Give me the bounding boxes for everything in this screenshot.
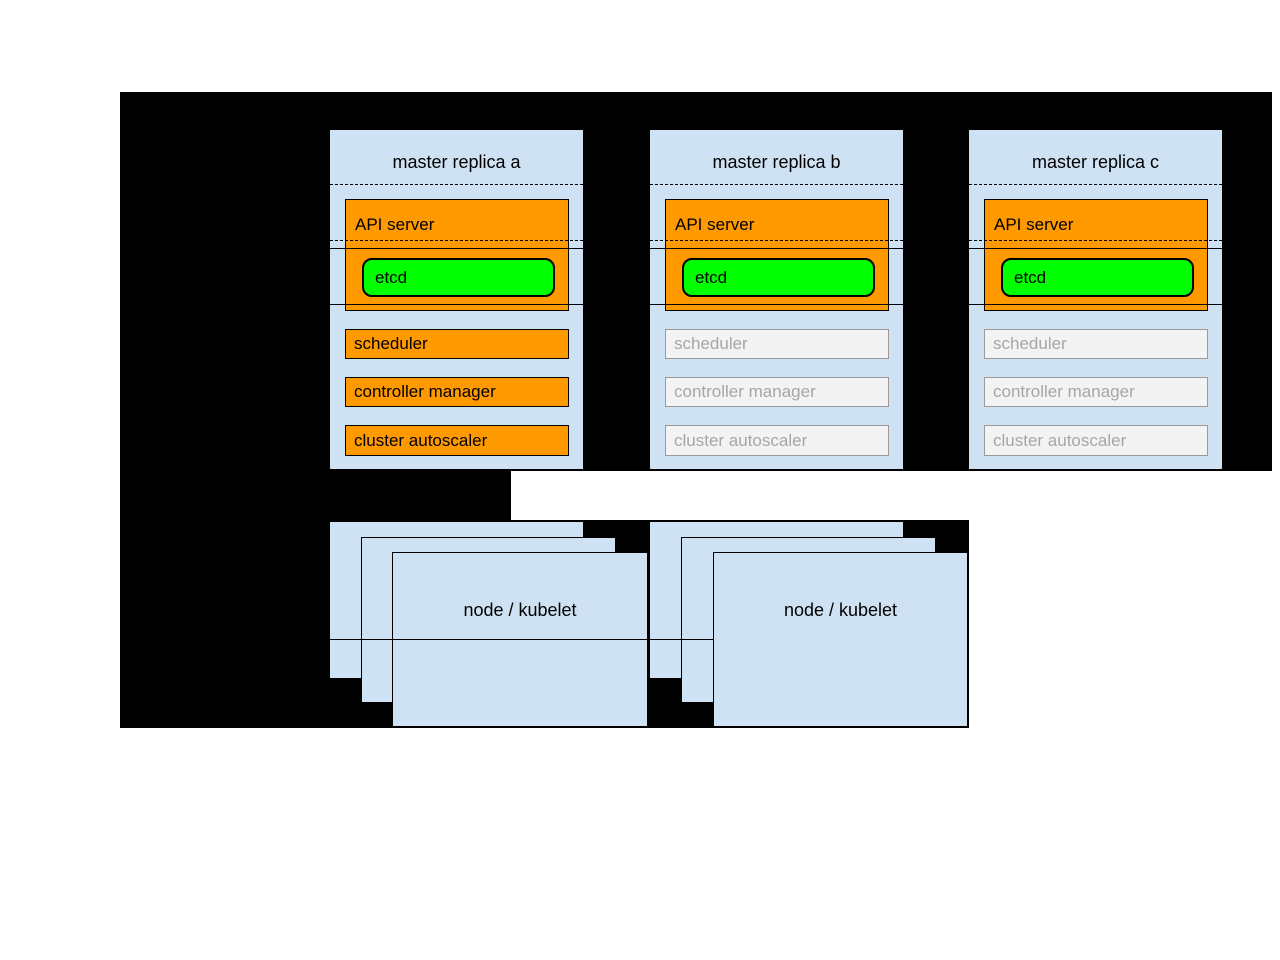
tier-separator-line: [969, 304, 1222, 305]
api-server-box: API server etcd: [345, 199, 569, 311]
master-replica-c-box: master replica c API server etcd schedul…: [968, 129, 1223, 470]
master-replica-title: master replica c: [1031, 152, 1160, 172]
node-kubelet-label: node / kubelet: [463, 600, 577, 620]
tier-separator-line: [330, 248, 583, 249]
tier-separator-dashed: [650, 184, 903, 185]
node-title-divider-line: [329, 639, 713, 640]
tier-separator-dashed: [969, 184, 1222, 185]
tier-separator-dashed: [330, 240, 583, 241]
tier-separator-dashed: [330, 184, 583, 185]
api-server-box: API server etcd: [984, 199, 1208, 311]
tier-separator-line: [330, 304, 583, 305]
background-panel-left-strip: [120, 471, 511, 520]
cluster-autoscaler-box: cluster autoscaler: [345, 425, 569, 456]
master-replica-title: master replica b: [712, 152, 841, 172]
tier-separator-line: [650, 248, 903, 249]
tier-separator-dashed: [969, 240, 1222, 241]
api-server-label: API server: [355, 215, 435, 234]
etcd-box: etcd: [682, 258, 875, 297]
tier-separator-line: [969, 248, 1222, 249]
scheduler-box: scheduler: [665, 329, 889, 359]
node-kubelet-label: node / kubelet: [783, 600, 898, 620]
etcd-box: etcd: [362, 258, 555, 297]
scheduler-box: scheduler: [984, 329, 1208, 359]
api-server-label: API server: [675, 215, 755, 234]
etcd-box: etcd: [1001, 258, 1194, 297]
tier-separator-line: [650, 304, 903, 305]
tier-separator-dashed: [650, 240, 903, 241]
controller-manager-box: controller manager: [665, 377, 889, 407]
api-server-label: API server: [994, 215, 1074, 234]
controller-manager-box: controller manager: [345, 377, 569, 407]
controller-manager-box: controller manager: [984, 377, 1208, 407]
scheduler-box: scheduler: [345, 329, 569, 359]
cluster-autoscaler-box: cluster autoscaler: [984, 425, 1208, 456]
master-replica-title: master replica a: [392, 152, 521, 172]
node-kubelet-box-front: node / kubelet: [713, 552, 968, 727]
api-server-box: API server etcd: [665, 199, 889, 311]
master-replica-a-box: master replica a API server etcd schedul…: [329, 129, 584, 470]
cluster-autoscaler-box: cluster autoscaler: [665, 425, 889, 456]
master-replica-b-box: master replica b API server etcd schedul…: [649, 129, 904, 470]
